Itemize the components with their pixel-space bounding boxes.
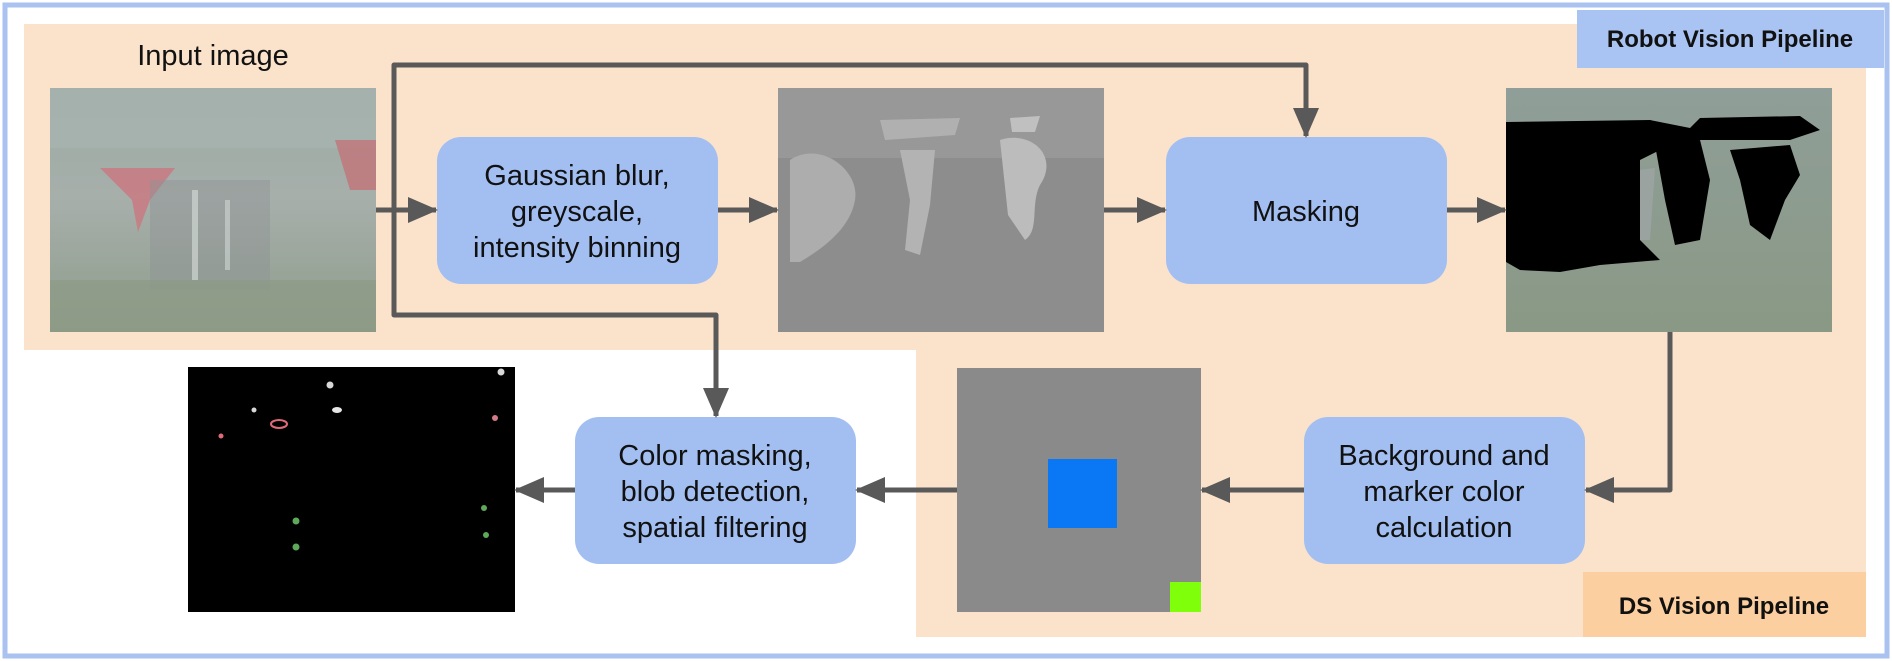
background-marker-line-2: marker color [1363,476,1524,508]
marker-color-swatch [957,368,1201,612]
background-marker-box: Background and marker color calculation [1304,417,1585,564]
arrows [376,62,1673,503]
ds-pipeline-tag [1583,572,1866,637]
color-masking-line-2: blob detection, [621,476,810,508]
input-image [50,88,376,332]
gaussian-blur-line-3: intensity binning [473,232,681,264]
masking-label: Masking [1252,196,1360,228]
gaussian-blur-line-2: greyscale, [511,196,643,228]
gaussian-blur-line-1: Gaussian blur, [484,160,669,192]
gaussian-blur-box: Gaussian blur, greyscale, intensity binn… [437,137,718,284]
ds-pipeline-label: DS Vision Pipeline [1619,593,1829,620]
arrow-masked-to-background [1584,332,1673,503]
color-masking-line-3: spatial filtering [622,512,807,544]
input-image-title: Input image [137,40,289,72]
background-marker-line-3: calculation [1375,512,1512,544]
blob-detection-image [188,367,515,612]
arrow-input-to-color-masking [391,210,729,418]
arrow-input-to-masking [391,62,1319,210]
color-masking-box: Color masking, blob detection, spatial f… [575,417,856,564]
robot-pipeline-label: Robot Vision Pipeline [1607,26,1853,53]
color-masking-line-1: Color masking, [618,440,811,472]
background-marker-line-1: Background and [1338,440,1549,472]
masked-image [1506,88,1832,332]
robot-pipeline-tag [1577,10,1884,68]
masking-box: Masking [1166,137,1447,284]
binned-image [778,88,1104,332]
